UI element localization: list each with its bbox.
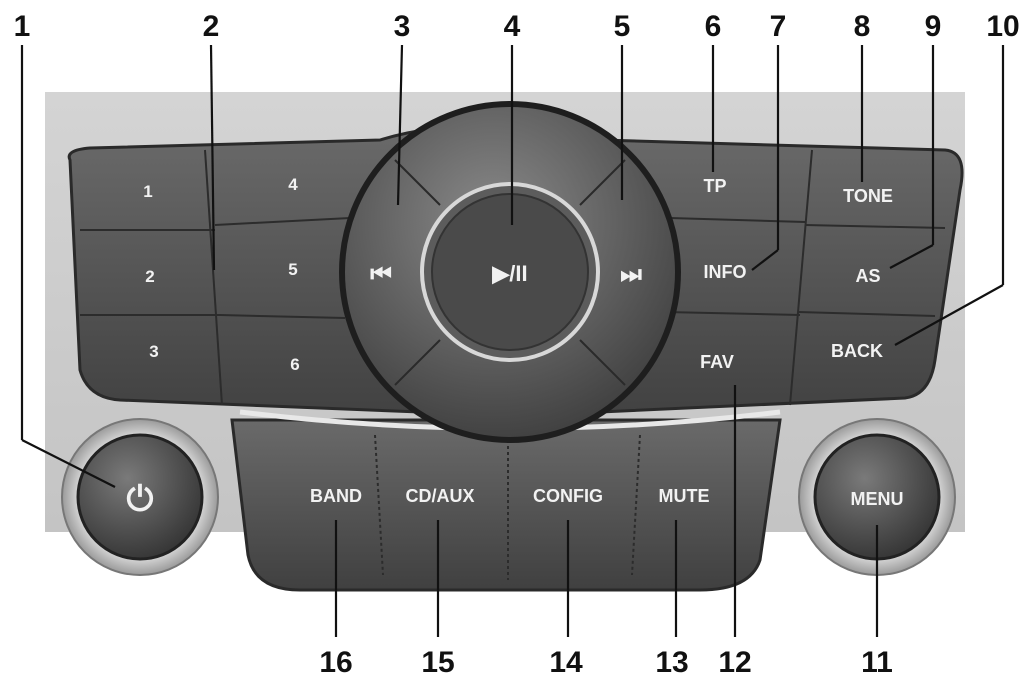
button-dividers — [80, 149, 946, 580]
callout-8: 8 — [854, 10, 871, 43]
leader-7b — [751, 249, 779, 271]
callout-14: 14 — [549, 646, 583, 679]
callout-4: 4 — [504, 10, 521, 43]
config-button[interactable]: CONFIG — [533, 486, 603, 506]
band-button[interactable]: BAND — [310, 486, 362, 506]
callout-13: 13 — [655, 646, 688, 679]
preset-3-button[interactable]: 3 — [149, 342, 158, 361]
callout-16: 16 — [319, 646, 352, 679]
callout-1: 1 — [14, 10, 31, 43]
callout-2: 2 — [203, 10, 220, 43]
callout-11: 11 — [861, 646, 893, 679]
callout-6: 6 — [705, 10, 722, 43]
callout-12: 12 — [718, 646, 751, 679]
play-pause-inner — [431, 193, 589, 351]
preset-1-button[interactable]: 1 — [143, 182, 152, 201]
callout-10: 10 — [986, 10, 1019, 43]
leader-10b — [894, 284, 1004, 346]
back-button[interactable]: BACK — [831, 341, 883, 361]
cd-aux-button[interactable]: CD/AUX — [405, 486, 474, 506]
tone-button[interactable]: TONE — [843, 186, 893, 206]
next-track-icon[interactable]: ⏭ — [620, 261, 642, 288]
lower-button-strip — [230, 418, 782, 592]
leader-1b — [21, 439, 116, 488]
power-icon[interactable]: ⏻ — [127, 480, 154, 518]
tp-button[interactable]: TP — [703, 176, 726, 196]
callout-leader-lines — [20, 44, 1005, 637]
preset-4-button[interactable]: 4 — [288, 175, 298, 194]
mute-button[interactable]: MUTE — [659, 486, 710, 506]
callout-5: 5 — [614, 10, 631, 43]
preset-5-button[interactable]: 5 — [288, 260, 297, 279]
power-knob[interactable] — [76, 433, 204, 561]
leader-2 — [209, 44, 216, 271]
previous-track-icon[interactable]: ⏮ — [370, 261, 392, 288]
as-button[interactable]: AS — [855, 266, 880, 286]
callout-9: 9 — [925, 10, 942, 43]
leader-3 — [396, 44, 404, 206]
info-button[interactable]: INFO — [704, 262, 747, 282]
callout-7: 7 — [770, 10, 787, 43]
preset-2-button[interactable]: 2 — [145, 267, 154, 286]
fav-button[interactable]: FAV — [700, 352, 734, 372]
play-pause-icon[interactable]: ▶/II — [491, 261, 527, 286]
callout-15: 15 — [421, 646, 454, 679]
preset-6-button[interactable]: 6 — [290, 355, 299, 374]
leader-9b — [889, 244, 934, 269]
dial-segment-lines — [394, 159, 626, 386]
callout-3: 3 — [394, 10, 411, 43]
menu-button-label[interactable]: MENU — [851, 489, 904, 509]
